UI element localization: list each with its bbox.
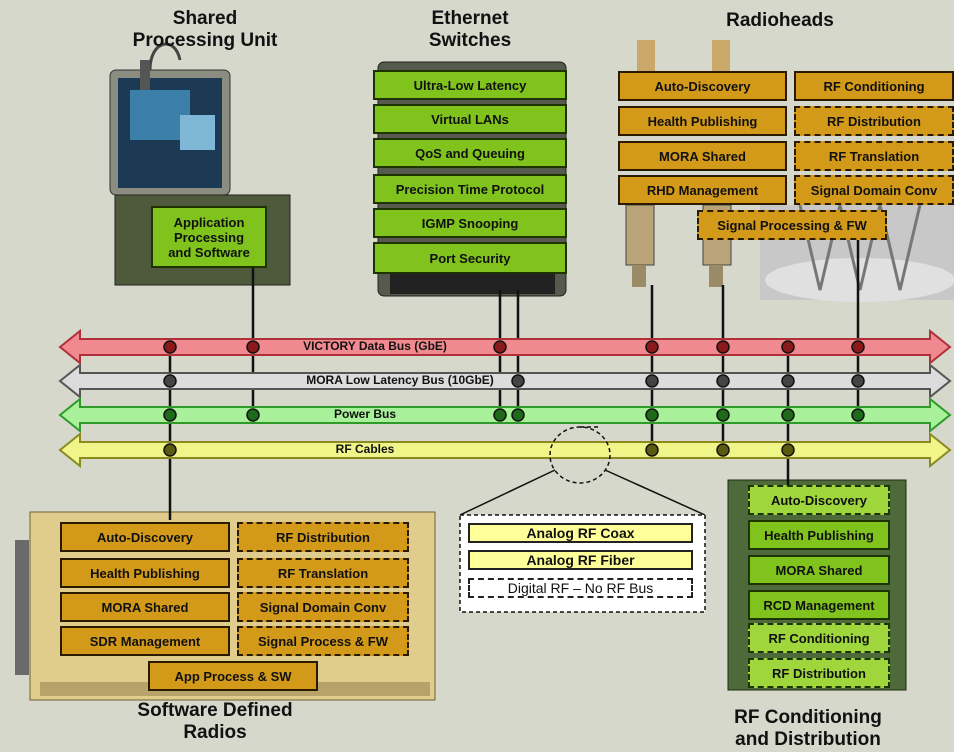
rh-signal-processing-fw: Signal Processing & FW [697, 210, 887, 240]
rfcd-health-publishing: Health Publishing [748, 520, 890, 550]
rh-auto-discovery: Auto-Discovery [618, 71, 787, 101]
rfcd-rcd-management: RCD Management [748, 590, 890, 620]
sdr-rf-distribution: RF Distribution [237, 522, 409, 552]
rfcd-chassis-illustration [727, 479, 907, 691]
eth-port-security: Port Security [373, 242, 567, 274]
title-software-defined-radios: Software Defined Radios [137, 700, 293, 743]
eth-virtual-lans: Virtual LANs [373, 104, 567, 134]
rh-signal-domain-conv: Signal Domain Conv [794, 175, 954, 205]
title-rf-conditioning-distribution: RF Conditioning and Distribution [734, 707, 882, 750]
sdr-app-process-sw: App Process & SW [148, 661, 318, 691]
spu-app-processing-box: Application Processing and Software [151, 206, 267, 268]
sdr-rf-translation: RF Translation [237, 558, 409, 588]
title-radioheads: Radioheads [726, 10, 834, 31]
mora-low-latency-bus-label: MORA Low Latency Bus (10GbE) [306, 373, 494, 387]
bus-connection-dots [163, 340, 865, 457]
bus-arrows [58, 328, 952, 469]
victory-data-bus-label: VICTORY Data Bus (GbE) [303, 339, 447, 353]
rh-rhd-management: RHD Management [618, 175, 787, 205]
rh-health-publishing: Health Publishing [618, 106, 787, 136]
power-bus-label: Power Bus [333, 407, 396, 421]
eth-igmp-snooping: IGMP Snooping [373, 208, 567, 238]
rfcd-rf-conditioning: RF Conditioning [748, 623, 890, 653]
sdr-signal-process-fw: Signal Process & FW [237, 626, 409, 656]
rf-cables-label: RF Cables [335, 442, 395, 456]
rfcd-rf-distribution: RF Distribution [748, 658, 890, 688]
mora-bus-arrow [58, 362, 952, 400]
rfcd-auto-discovery: Auto-Discovery [748, 485, 890, 515]
rh-mora-shared: MORA Shared [618, 141, 787, 171]
rf-bus-arrow [58, 431, 952, 469]
rh-rf-distribution: RF Distribution [794, 106, 954, 136]
legend-digital-rf-no-bus: Digital RF – No RF Bus [468, 578, 693, 598]
legend-analog-rf-fiber: Analog RF Fiber [468, 550, 693, 570]
legend-analog-rf-coax: Analog RF Coax [468, 523, 693, 543]
eth-qos-queuing: QoS and Queuing [373, 138, 567, 168]
rh-rf-conditioning: RF Conditioning [794, 71, 954, 101]
rh-rf-translation: RF Translation [794, 141, 954, 171]
sdr-signal-domain-conv: Signal Domain Conv [237, 592, 409, 622]
rfcd-mora-shared: MORA Shared [748, 555, 890, 585]
sdr-health-publishing: Health Publishing [60, 558, 230, 588]
eth-precision-time-protocol: Precision Time Protocol [373, 174, 567, 204]
sdr-management: SDR Management [60, 626, 230, 656]
title-ethernet-switches: Ethernet Switches [428, 8, 512, 51]
eth-ultra-low-latency: Ultra-Low Latency [373, 70, 567, 100]
sdr-mora-shared: MORA Shared [60, 592, 230, 622]
sdr-auto-discovery: Auto-Discovery [60, 522, 230, 552]
title-shared-processing-unit: Shared Processing Unit [132, 8, 278, 51]
